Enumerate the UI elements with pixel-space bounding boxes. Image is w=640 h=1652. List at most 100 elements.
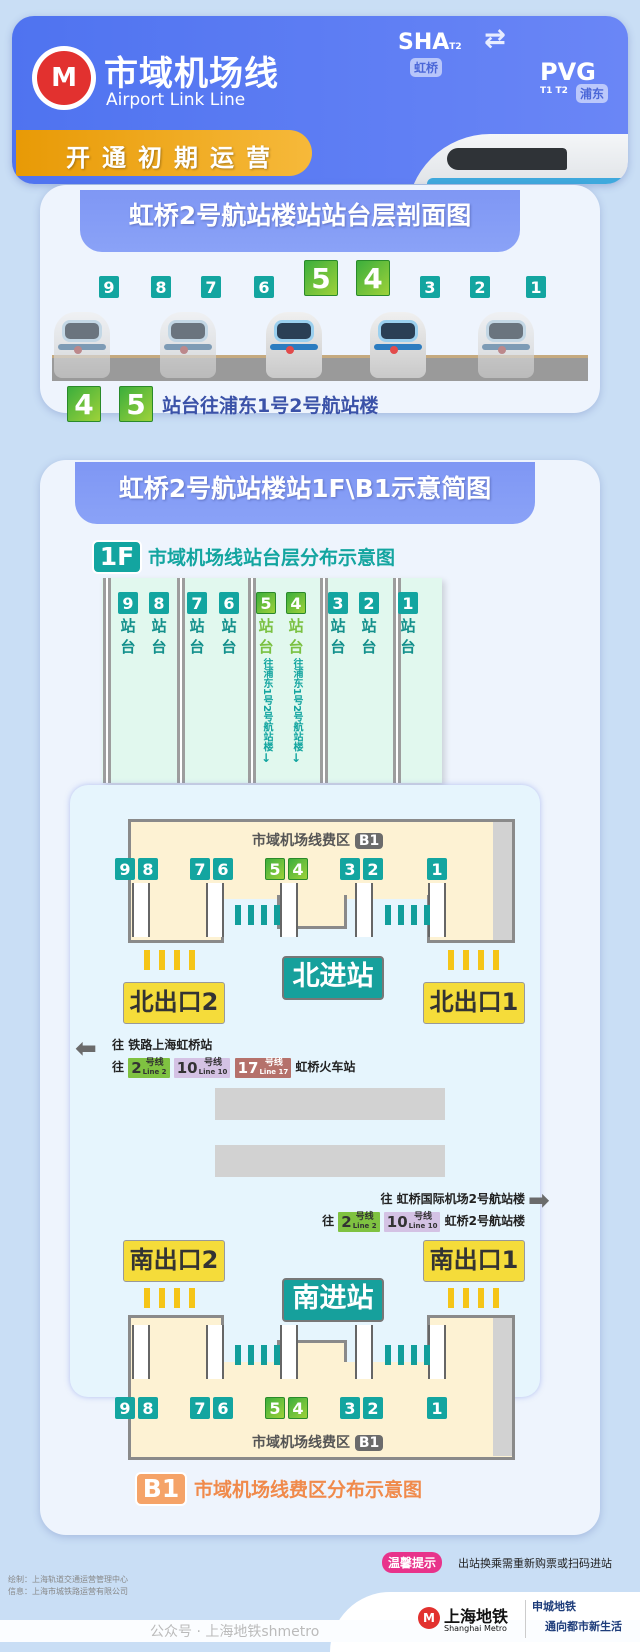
exit-stripes (448, 1288, 499, 1308)
south-exit-1-sign: 南出口1 (423, 1240, 525, 1282)
credit-info: 信息：上海市城铁路运营有限公司 (8, 1587, 128, 1596)
line-subtitle: Airport Link Line (106, 90, 246, 110)
tip-badge: 温馨提示 (382, 1552, 443, 1573)
pvg-code: PVG (540, 58, 596, 86)
slogan-1: 申城地铁 (532, 1600, 576, 1613)
wall-block (493, 822, 512, 940)
floor-badge-1f: 1F (92, 540, 142, 574)
pvg-terminals: T1 T2 (540, 86, 568, 96)
platform-number-pudong: 5 (304, 260, 338, 296)
section2-title: 虹桥2号航站楼站1F\B1示意简图 (75, 462, 535, 524)
watermark: 公众号 · 上海地铁shmetro (150, 1624, 320, 1640)
arrow-right-icon: ➡ (528, 1186, 550, 1216)
floor-badge-b1: B1 (135, 1472, 187, 1506)
platform-number-pudong: 4 (356, 260, 390, 296)
train-illustration (407, 134, 628, 184)
header-banner: M 市域机场线 Airport Link Line 开通初期运营 SHAT2 虹… (12, 16, 628, 184)
south-exit-2-sign: 南出口2 (123, 1240, 225, 1282)
brand-en: Shanghai Metro (444, 1624, 507, 1633)
platform-wall (248, 578, 256, 783)
wall-block (493, 1318, 512, 1456)
tip-text: 出站换乘需重新购票或扫码进站 (458, 1557, 612, 1570)
platform-number: 1 (526, 276, 546, 298)
gate-numbers: 1 (427, 1397, 447, 1419)
divider (525, 1600, 526, 1638)
ticket-gate (355, 883, 373, 937)
platform-number: 2 (470, 276, 490, 298)
legend-number: 5 (119, 386, 153, 422)
platform-wall (177, 578, 185, 783)
route-arrows-icon: ⇄ (484, 24, 506, 54)
train-icon (54, 312, 110, 378)
escalator-stripes (235, 905, 280, 925)
structure-block (215, 1088, 445, 1120)
brand-cn: 上海地铁 (444, 1607, 509, 1626)
structure-block (215, 1145, 445, 1177)
line-title: 市域机场线 (104, 54, 279, 94)
ticket-gate (280, 1325, 298, 1379)
shanghai-metro-logo: M (32, 46, 96, 110)
ticket-gate (132, 883, 150, 937)
platform-number: 3 (420, 276, 440, 298)
platform-wall (320, 578, 328, 783)
ticket-gate (428, 1325, 446, 1379)
train-icon (370, 312, 426, 378)
ticket-gate (280, 883, 298, 937)
exit-stripes (144, 1288, 195, 1308)
sha-code: SHAT2 (398, 30, 462, 55)
north-exit-2-sign: 北出口2 (123, 982, 225, 1024)
legend-text: 站台往浦东1号2号航站楼 (162, 395, 379, 417)
train-icon (160, 312, 216, 378)
escalator-stripes (385, 1345, 430, 1365)
fare-zone-label-north: 市域机场线费区 B1 (252, 830, 384, 850)
train-icon (478, 312, 534, 378)
legend-number: 4 (67, 386, 101, 422)
ticket-gate (206, 883, 224, 937)
north-exit-1-sign: 北出口1 (423, 982, 525, 1024)
exit-stripes (144, 950, 195, 970)
escalator-stripes (235, 1345, 280, 1365)
exit-stripes (448, 950, 499, 970)
ticket-gate (132, 1325, 150, 1379)
slogan-2: 通向都市新生活 (545, 1620, 622, 1633)
sha-chip: 虹桥 (410, 58, 443, 77)
footer-base (0, 1620, 640, 1642)
platform-wall (103, 578, 111, 783)
platform-number: 6 (254, 276, 274, 298)
fare-zone-label-south: 市域机场线费区 B1 (252, 1432, 384, 1452)
ticket-gate (428, 883, 446, 937)
gate-numbers: 1 (427, 858, 447, 880)
pvg-chip: 浦东 (576, 84, 609, 103)
south-entrance-sign: 南进站 (282, 1278, 384, 1322)
metro-logo-icon: M (418, 1607, 440, 1629)
ticket-gate (206, 1325, 224, 1379)
platform-number: 7 (201, 276, 221, 298)
north-entrance-sign: 北进站 (282, 956, 384, 1000)
platform-wall (393, 578, 401, 783)
platform-number: 9 (99, 276, 119, 298)
credit-drawn: 绘制：上海轨道交通运营管理中心 (8, 1575, 128, 1584)
opening-ribbon: 开通初期运营 (16, 130, 312, 176)
arrow-left-icon: ⬅ (75, 1034, 97, 1064)
